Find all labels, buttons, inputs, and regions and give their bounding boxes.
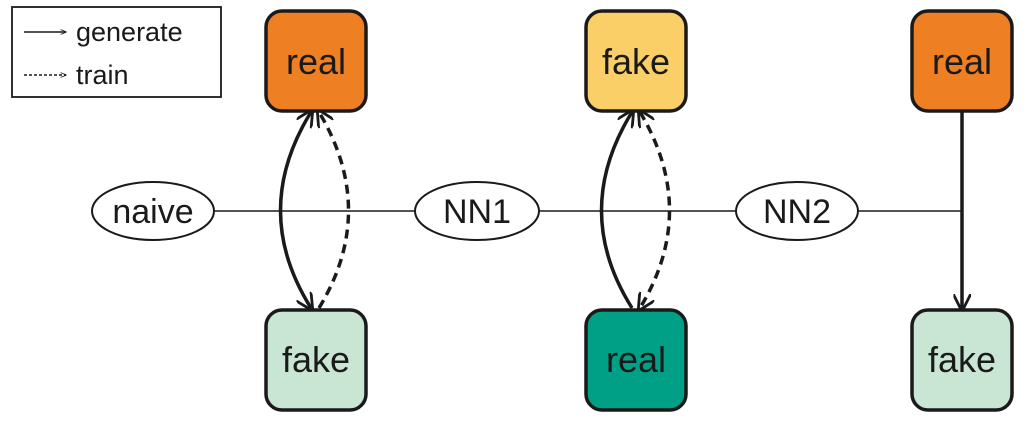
model-naive-oval [91,181,215,241]
box-col2-bottom-rect [584,308,688,412]
legend: generate train [11,6,222,98]
col1-generate-arrow [278,112,312,308]
box-col1-bottom-label: fake [282,339,350,380]
col2-train-arrow [640,112,672,308]
legend-train-label: train [76,60,129,90]
model-naive-label: naive [112,193,193,231]
model-nn1-label: NN1 [443,193,511,231]
box-col2-top-label: fake [602,41,670,82]
box-col3-bottom-rect [910,308,1014,412]
box-col3-top: real [910,9,1014,113]
legend-generate-label: generate [76,17,183,47]
box-col1-bottom: fake [264,308,368,412]
box-col3-bottom: fake [910,308,1014,412]
box-col1-top-label: real [286,41,346,82]
col1-train-arrow [319,112,351,309]
col2-generate-arrow [599,112,633,309]
box-col1-bottom-rect [264,308,368,412]
box-col2-top-rect [584,9,688,113]
model-nn1-oval [414,181,540,241]
box-col2-bottom-label: real [606,339,666,380]
model-nn2: NN2 [735,181,859,241]
box-col3-bottom-label: fake [928,339,996,380]
box-col2-top: fake [584,9,688,113]
legend-box [11,6,222,98]
model-nn2-oval [735,181,859,241]
model-naive: naive [91,181,215,241]
box-col1-top-rect [264,9,368,113]
box-col3-top-label: real [932,41,992,82]
box-col3-top-rect [910,9,1014,113]
model-nn2-label: NN2 [763,193,831,231]
box-col1-top: real [264,9,368,113]
model-nn1: NN1 [414,181,540,241]
box-col2-bottom: real [584,308,688,412]
